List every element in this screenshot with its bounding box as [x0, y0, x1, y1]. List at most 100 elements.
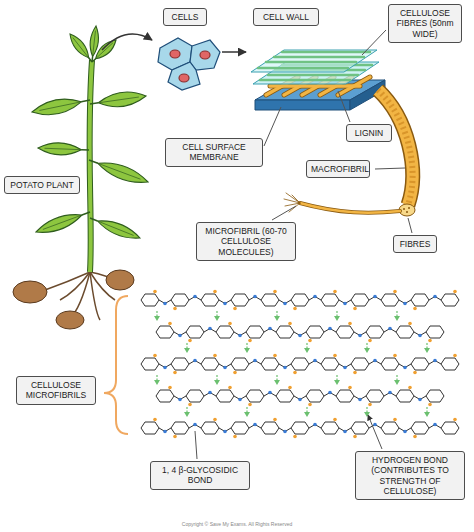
glucose-ring — [381, 358, 399, 370]
leaf — [98, 163, 148, 182]
side-group-dot — [413, 371, 417, 375]
glucose-ring — [201, 422, 219, 434]
oxygen-dot — [343, 302, 347, 306]
side-group-dot — [173, 435, 177, 439]
cell-wall-drawing — [255, 100, 350, 110]
side-group-dot — [153, 418, 157, 422]
oxygen-dot — [283, 366, 287, 370]
hydrogen-bond — [274, 380, 280, 385]
side-group-dot — [413, 307, 417, 311]
box-label: CELLULOSE MICROFIBRILS — [21, 380, 91, 401]
glucose-ring — [186, 326, 204, 338]
glucose-ring — [411, 422, 429, 434]
glucose-ring — [381, 294, 399, 306]
oxygen-dot — [373, 423, 377, 427]
oxygen-dot — [268, 327, 272, 331]
oxygen-dot — [433, 423, 437, 427]
side-group-dot — [293, 435, 297, 439]
label-box: CELLS — [163, 8, 207, 26]
side-group-dot — [393, 290, 397, 294]
hydrogen-bond — [364, 412, 370, 417]
oxygen-dot — [433, 359, 437, 363]
stem — [89, 60, 92, 272]
copyright-note: Copyright © Save My Exams. All Rights Re… — [0, 521, 474, 527]
macrofibril-drawing — [378, 90, 413, 205]
oxygen-dot — [403, 366, 407, 370]
oxygen-dot — [163, 366, 167, 370]
side-group-dot — [233, 307, 237, 311]
side-group-dot — [228, 322, 232, 326]
microfibril-drawing — [300, 203, 400, 213]
label-box: HYDROGEN BOND (CONTRIBUTES TO STRENGTH O… — [355, 451, 465, 500]
glucose-ring — [156, 390, 174, 402]
glucose-ring — [156, 326, 174, 338]
side-group-dot — [333, 354, 337, 358]
macrofibril-drawing — [378, 90, 413, 205]
glucose-ring — [231, 294, 249, 306]
oxygen-dot — [358, 334, 362, 338]
glucose-ring — [306, 326, 324, 338]
hydrogen-bond — [214, 316, 220, 321]
label-box: CELLULOSE MICROFIBRILS — [16, 376, 96, 405]
leaf-vein — [98, 221, 134, 235]
hydrogen-bond — [244, 348, 250, 353]
side-group-dot — [213, 418, 217, 422]
label-box: MACROFIBRIL — [306, 160, 370, 178]
side-group-dot — [333, 418, 337, 422]
side-group-dot — [273, 354, 277, 358]
side-group-dot — [173, 371, 177, 375]
oxygen-dot — [313, 295, 317, 299]
oxygen-dot — [223, 366, 227, 370]
label-box: LIGNIN — [346, 124, 392, 142]
label-box: CELLULOSE FIBRES (50nm WIDE) — [388, 4, 462, 43]
cell-wall-drawing — [270, 84, 360, 87]
leaf-vein — [98, 163, 141, 179]
label-box: CELL SURFACE MEMBRANE — [165, 138, 263, 167]
side-group-dot — [453, 290, 457, 294]
glucose-ring — [231, 358, 249, 370]
glucose-ring — [291, 358, 309, 370]
hydrogen-bond — [214, 380, 220, 385]
oxygen-dot — [178, 398, 182, 402]
side-group-dot — [173, 307, 177, 311]
glucose-ring — [351, 294, 369, 306]
glucose-ring — [186, 390, 204, 402]
hydrogen-bond — [334, 380, 340, 385]
side-group-dot — [153, 290, 157, 294]
glucose-ring — [411, 294, 429, 306]
cells-drawing — [170, 50, 180, 58]
side-group-dot — [368, 403, 372, 407]
glucose-ring — [351, 358, 369, 370]
cell-wall-drawing — [260, 79, 350, 82]
glucose-ring — [366, 326, 384, 338]
leaf-vein — [73, 38, 89, 58]
oxygen-dot — [343, 366, 347, 370]
oxygen-dot — [193, 295, 197, 299]
leader-line — [362, 30, 386, 55]
label-box: POTATO PLANT — [4, 176, 80, 194]
hydrogen-bond — [394, 380, 400, 385]
glucose-ring — [396, 326, 414, 338]
side-group-dot — [428, 403, 432, 407]
box-label: 1, 4 β-GLYCOSIDIC BOND — [155, 465, 245, 486]
glucose-ring — [291, 294, 309, 306]
leaf-vein — [45, 148, 82, 149]
cell-wall-drawing — [258, 52, 370, 68]
box-label: HYDROGEN BOND (CONTRIBUTES TO STRENGTH O… — [360, 455, 460, 496]
cell-wall-drawing — [274, 56, 364, 59]
glucose-ring — [216, 326, 234, 338]
leaf — [98, 221, 141, 238]
oxygen-dot — [433, 295, 437, 299]
glucose-ring — [171, 358, 189, 370]
stem — [89, 60, 92, 272]
glucose-ring — [141, 294, 159, 306]
box-label: CELLULOSE FIBRES (50nm WIDE) — [393, 8, 457, 39]
glucose-ring — [366, 390, 384, 402]
glucose-ring — [171, 422, 189, 434]
oxygen-dot — [403, 302, 407, 306]
label-box: CELL WALL — [253, 8, 319, 26]
side-group-dot — [273, 418, 277, 422]
hydrogen-bond — [154, 316, 160, 321]
